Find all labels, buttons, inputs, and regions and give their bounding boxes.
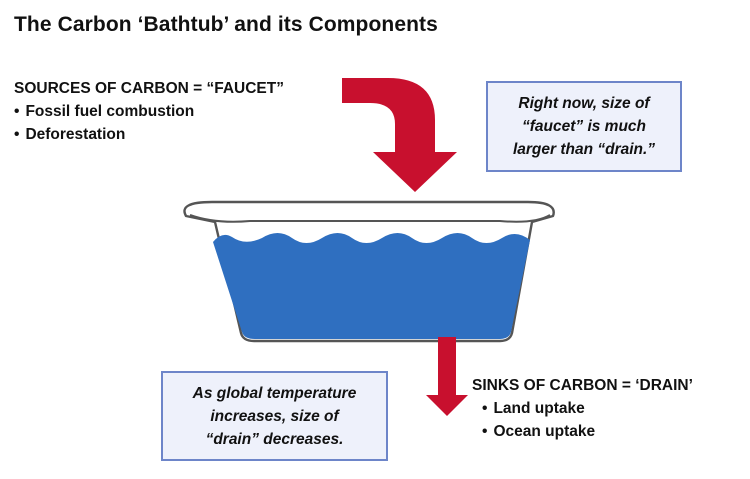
faucet-note: Right now, size of “faucet” is much larg… [486,81,682,172]
water [213,233,530,339]
drain-note: As global temperature increases, size of… [161,371,388,461]
sources-block: SOURCES OF CARBON = “FAUCET” Fossil fuel… [14,77,284,146]
drain-note-line: “drain” decreases. [205,430,344,448]
faucet-note-line: “faucet” is much [521,118,647,135]
sources-heading: SOURCES OF CARBON = “FAUCET” [14,80,284,97]
sink-item: Land uptake [472,397,693,420]
sources-list: Fossil fuel combustion Deforestation [14,100,284,146]
sinks-heading: SINKS OF CARBON = ‘DRAIN’ [472,377,693,394]
drain-note-line: As global temperature [192,384,357,402]
faucet-note-line: Right now, size of [518,95,650,112]
faucet-note-line: larger than “drain.” [512,141,656,158]
drain-arrow [426,337,468,416]
sinks-block: SINKS OF CARBON = ‘DRAIN’ Land uptake Oc… [472,374,693,443]
source-item: Deforestation [14,123,284,146]
drain-note-line: increases, size of [210,407,339,425]
diagram-title: The Carbon ‘Bathtub’ and its Components [14,13,438,36]
sink-item: Ocean uptake [472,420,693,443]
faucet-arrow [342,78,457,192]
source-item: Fossil fuel combustion [14,100,284,123]
sinks-list: Land uptake Ocean uptake [472,397,693,443]
bathtub-rim [189,214,551,223]
